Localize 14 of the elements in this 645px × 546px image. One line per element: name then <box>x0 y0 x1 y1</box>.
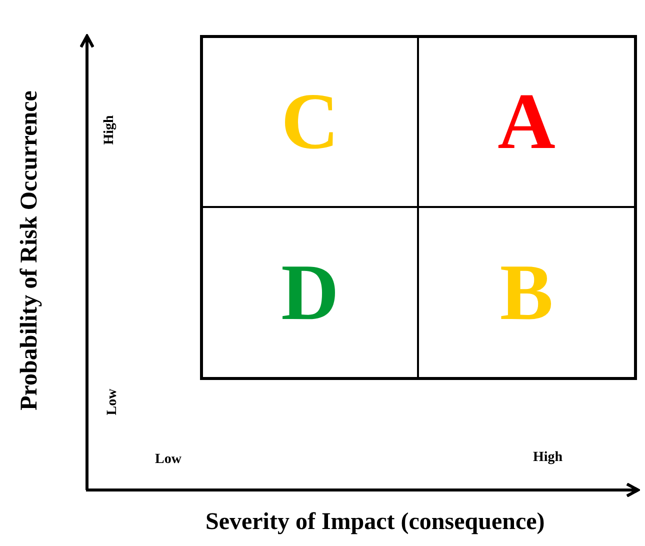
quadrant-letter: A <box>498 82 556 162</box>
quadrant-letter: D <box>281 252 339 332</box>
matrix-cell <box>200 35 419 208</box>
quadrant-letter: B <box>500 252 554 332</box>
quadrant-letter: C <box>281 82 339 162</box>
y-axis-title: Probability of Risk Occurrence <box>16 90 44 410</box>
axis-tick-label: Low <box>105 388 122 416</box>
axis-tick-label: High <box>533 450 563 466</box>
matrix-cell <box>418 35 637 208</box>
x-axis-title: Severity of Impact (consequence) <box>206 508 545 536</box>
axis-tick-label: Low <box>155 452 182 468</box>
matrix-cell <box>200 207 419 380</box>
matrix-cell <box>418 207 637 380</box>
axis-tick-label: High <box>102 115 118 145</box>
